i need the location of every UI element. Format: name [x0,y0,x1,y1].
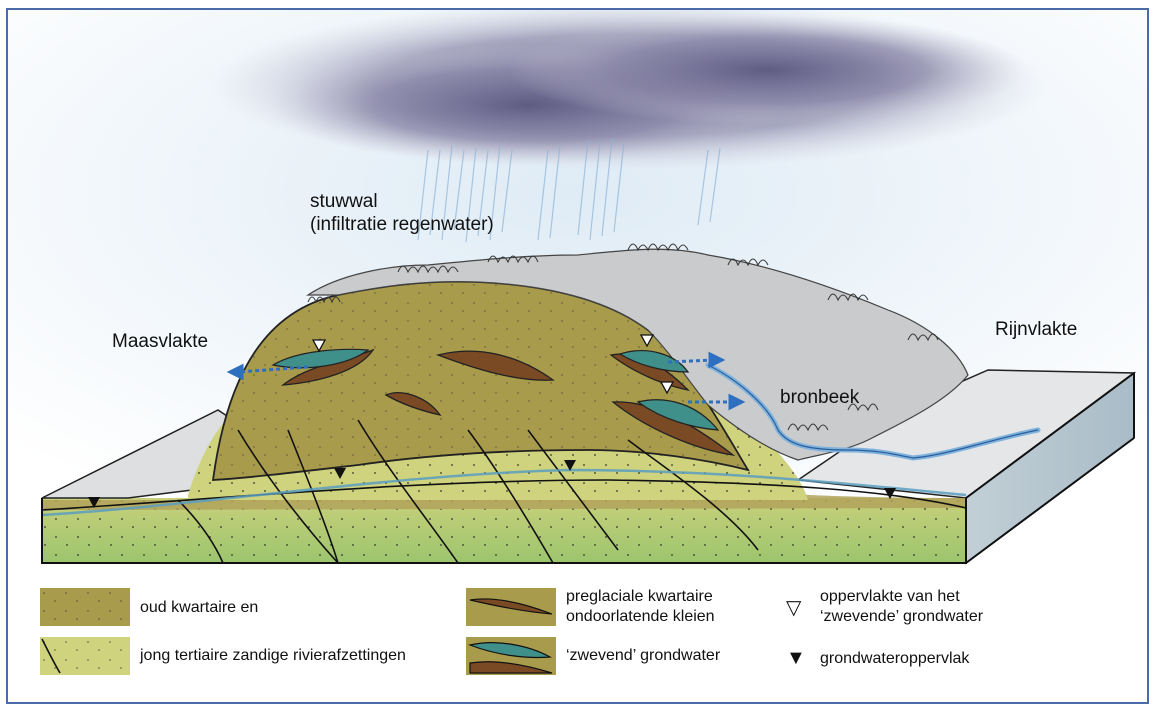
figure-frame: stuwwal (infiltratie regenwater) Maasvla… [6,8,1149,704]
legend-oppervlakte-label-line1: oppervlakte van het [820,588,960,605]
block-diagram [8,10,1147,565]
forest [306,248,969,461]
legend-filled-triangle-icon: ▼ [786,647,806,669]
label-maasvlakte: Maasvlakte [112,331,209,352]
rain [417,137,721,243]
legend-oppervlakte-label-line2: ‘zwevende’ grondwater [820,608,984,625]
label-stuwwal: stuwwal [310,191,378,212]
rain-cloud [208,10,1048,170]
fault-lines [41,419,967,564]
legend-klei-label-line1: preglaciale kwartaire [566,588,713,605]
legend-swatch-jong-tertiair [40,637,130,675]
label-stuwwal-subtitle: (infiltratie regenwater) [310,214,494,235]
legend-oud-kwartair-label: oud kwartaire en [140,599,259,616]
groundwater-markers [88,460,896,508]
perched-water [271,348,720,431]
legend-klei-label-line2: ondoorlatende kleien [566,608,715,625]
tree-tops [307,243,939,432]
groundwater-table [41,468,967,517]
legend-zwevend-label: ‘zwevend’ grondwater [566,647,721,664]
label-rijnvlakte: Rijnvlakte [995,319,1078,340]
legend-jong-tertiair-label: jong tertiaire zandige rivierafzettingen [140,647,406,664]
legend-swatch-zwevend [466,637,556,675]
legend-open-triangle-icon: ▽ [786,597,802,619]
block-outline [41,498,967,564]
outflow-arrows [226,351,746,411]
legend-swatch-oud-kwartair [40,588,130,626]
legend-swatch-klei [466,588,556,626]
perched-markers [311,334,675,395]
label-bronbeek: bronbeek [780,387,860,408]
legend-grondwateroppervlak-label: grondwateroppervlak [820,650,970,667]
